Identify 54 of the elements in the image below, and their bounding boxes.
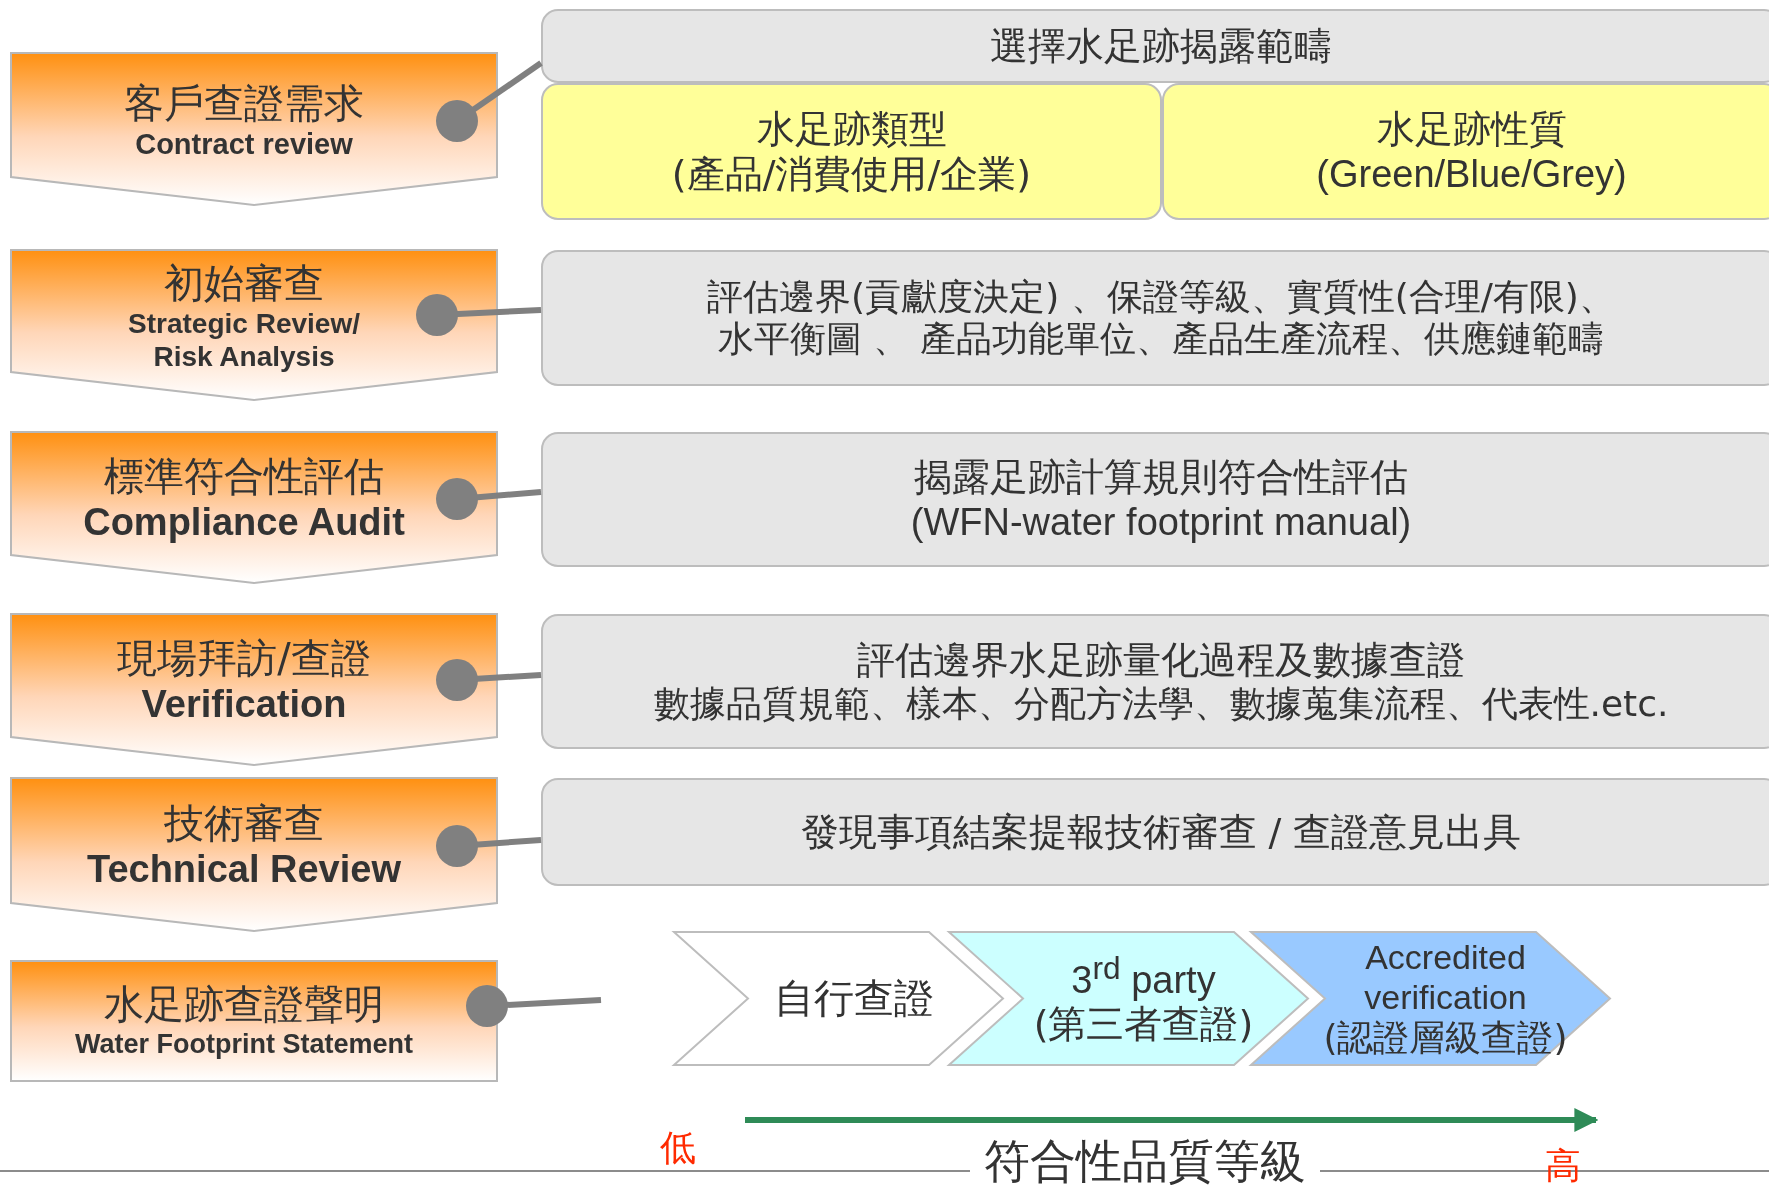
option-detail: (產品/消費使用/企業): [671, 151, 1032, 197]
connector-line: [466, 985, 602, 1027]
detail-text: 評估邊界水足跡量化過程及數據查證: [857, 637, 1465, 683]
detail-text: (WFN-water footprint manual): [910, 499, 1412, 545]
scale-end-label: 低: [660, 1130, 696, 1166]
step-subtitle: Verification: [141, 682, 347, 728]
option-title: 水足跡類型: [756, 106, 947, 152]
process-step-box: [11, 614, 497, 765]
connector-line: [436, 60, 543, 142]
level-title: Accredited verification: [1363, 937, 1528, 1018]
level-detail: (第三者查證): [1033, 1002, 1254, 1048]
step-subtitle: Compliance Audit: [83, 500, 405, 546]
step-title: 客戶查證需求: [124, 79, 364, 128]
step-subtitle: Technical Review: [87, 847, 401, 893]
level-title: 3$^{rd}$ party: [1071, 949, 1216, 1003]
detail-text: 揭露足跡計算規則符合性評估: [914, 454, 1408, 500]
level-box: [673, 931, 1004, 1066]
level-box: [1250, 931, 1611, 1066]
option-detail: (Green/Blue/Grey): [1316, 151, 1627, 197]
connector-line: [436, 825, 542, 867]
axis-label: 符合性品質等級: [970, 1138, 1320, 1184]
option-title: 水足跡性質: [1376, 106, 1567, 152]
scale-end-label: 高: [1545, 1148, 1581, 1184]
scope-option-box: [1162, 83, 1769, 220]
detail-text: 評估邊界(貢獻度決定) 、保證等級、實質性(合理/有限)、: [707, 275, 1615, 318]
detail-text: 數據品質規範、樣本、分配方法學、數據蒐集流程、代表性.etc.: [653, 682, 1669, 726]
step-title: 技術審查: [164, 800, 324, 848]
level-detail: (認證層級查證): [1323, 1017, 1568, 1060]
detail-box: [541, 250, 1769, 386]
header-text: 選擇水足跡揭露範疇: [990, 23, 1332, 69]
level-box: [948, 931, 1309, 1066]
detail-text: 水平衡圖 、 產品功能單位、產品生產流程、供應鏈範疇: [717, 318, 1605, 361]
detail-box: [541, 614, 1769, 749]
step-title: 水足跡查證聲明: [104, 981, 384, 1029]
step-subtitle: Strategic Review/ Risk Analysis: [127, 307, 361, 374]
process-step-box: [11, 778, 497, 931]
level-title: 自行查證: [773, 974, 934, 1023]
connector-line: [436, 478, 542, 520]
step-title: 現場拜訪/查證: [117, 635, 371, 683]
process-step-box: [11, 53, 497, 205]
step-title: 初始審查: [164, 259, 324, 308]
process-step-box: [11, 432, 497, 583]
step-subtitle: Water Footprint Statement: [75, 1028, 413, 1061]
detail-box: [541, 432, 1769, 567]
detail-text: 發現事項結案提報技術審查 / 查證意見出具: [800, 809, 1522, 855]
step-subtitle: Contract review: [135, 127, 353, 162]
scope-header-box: [541, 9, 1769, 83]
connector-line: [416, 294, 542, 336]
scope-option-box: [541, 83, 1162, 220]
process-step-box: [11, 250, 497, 400]
detail-box: [541, 778, 1769, 886]
connector-line: [436, 659, 542, 701]
process-step-box: [11, 961, 497, 1081]
step-title: 標準符合性評估: [104, 453, 384, 501]
